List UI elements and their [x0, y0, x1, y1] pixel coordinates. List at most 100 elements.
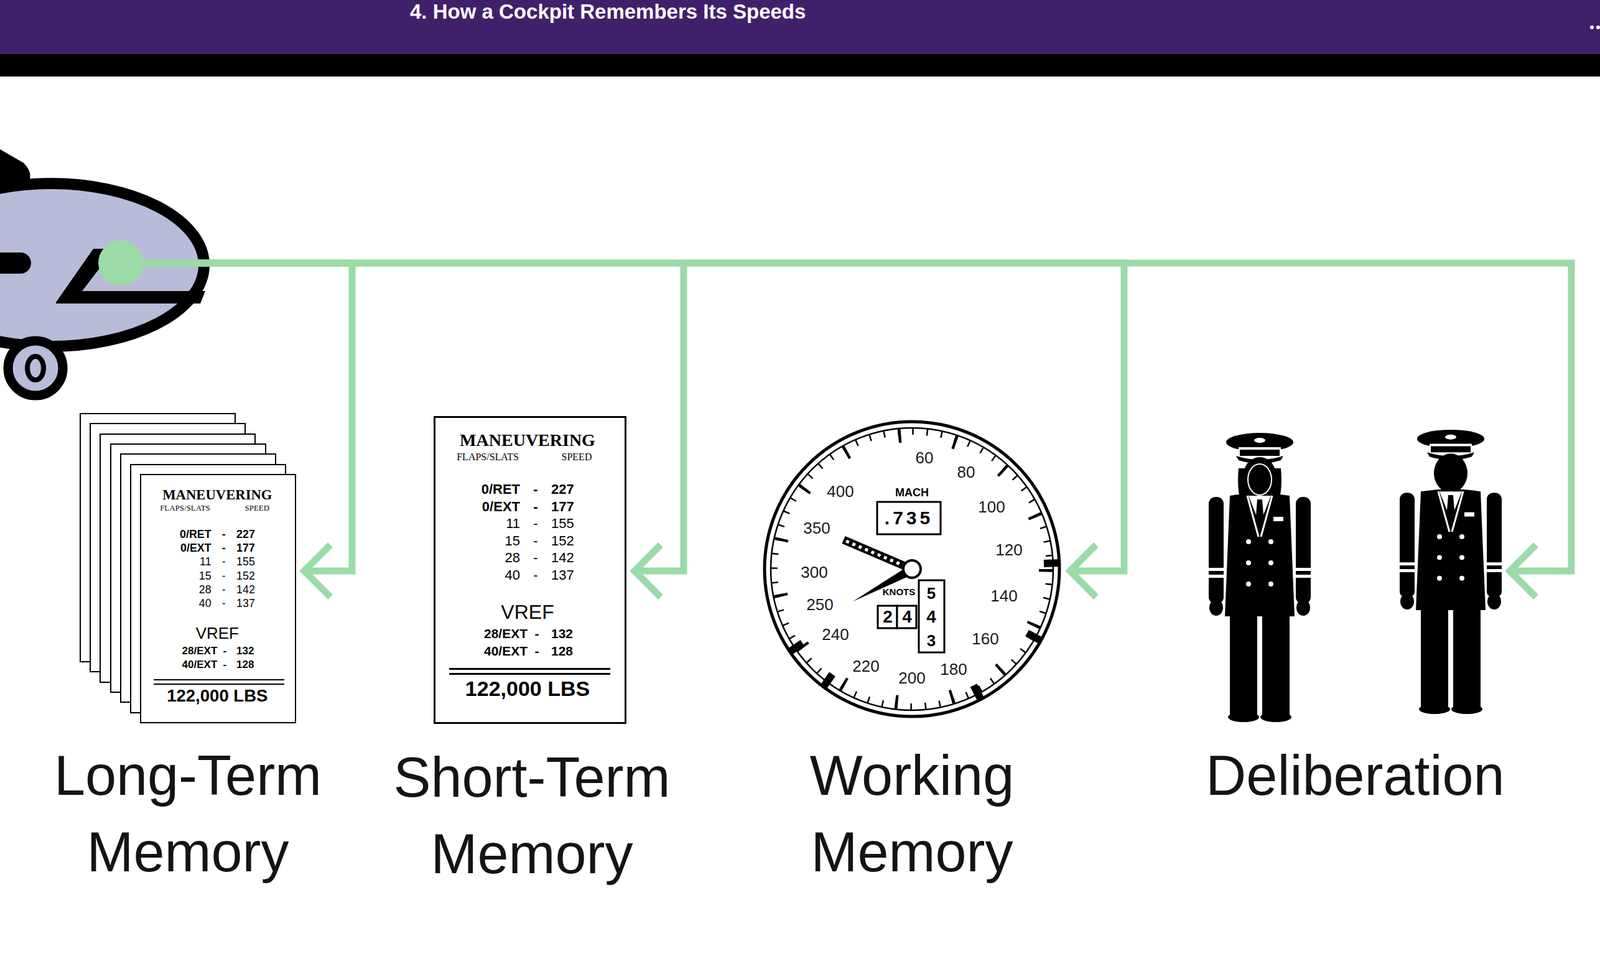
dial-number: 160 [971, 630, 999, 647]
card-heading: MANEUVERING [162, 487, 272, 503]
airplane-icon [0, 143, 215, 405]
speed-table-cell: - [222, 556, 226, 568]
speed-table-cell: 15 [199, 571, 212, 583]
dial-number: 200 [898, 669, 926, 687]
arrow-head [634, 544, 661, 598]
speed-card-node: MANEUVERINGFLAPS/SLATSSPEED0/RET-2270/EX… [433, 416, 627, 725]
speed-table-cell: 0/EXT [180, 543, 212, 555]
speed-table-cell: VREF [195, 625, 239, 642]
speed-table-cell: - [533, 516, 538, 531]
dial-number: 180 [939, 661, 967, 678]
speed-table-cell: 11 [505, 516, 521, 531]
dial-number: 220 [852, 658, 880, 675]
memory-caption: Short-Term Memory [370, 739, 694, 893]
speed-table-cell: 155 [236, 556, 256, 568]
card-face: MANEUVERINGFLAPS/SLATSSPEED0/RET-2270/EX… [433, 416, 627, 725]
speed-table-cell: 152 [236, 571, 256, 583]
speed-table-cell: 40/EXT [483, 644, 528, 658]
speed-table-cell: - [222, 543, 226, 555]
speed-table-cell: - [533, 568, 538, 583]
speed-table-cell: 137 [236, 598, 256, 610]
speed-table-cell: 11 [199, 556, 212, 568]
speed-table-cell: VREF [500, 602, 554, 623]
speed-table-cell: 40/EXT [182, 660, 218, 671]
speed-table-cell: 142 [551, 551, 575, 565]
speed-table-cell: 132 [551, 627, 573, 641]
column-header: FLAPS/SLATS [456, 452, 519, 463]
speed-table-cell: 28 [199, 584, 212, 596]
dial-label: MACH [895, 487, 929, 499]
dial-number: 350 [803, 520, 830, 537]
card-heading: MANEUVERING [459, 431, 596, 450]
dial-number: 100 [977, 498, 1005, 516]
mach-readout: .735 [884, 508, 934, 528]
pilots-node: Deliberation [1208, 426, 1502, 723]
arrow-head [1509, 544, 1536, 598]
speed-table-cell: 0/EXT [482, 500, 521, 514]
speed-table-cell: 128 [236, 660, 254, 671]
airplane-node [0, 143, 215, 405]
counter-digit: 4 [902, 608, 912, 626]
speed-table-cell: - [223, 660, 228, 671]
double-rule [449, 673, 611, 675]
column-header: FLAPS/SLATS [159, 504, 211, 513]
speed-table-cell: - [222, 571, 226, 583]
dial-number: 140 [990, 587, 1018, 605]
front-card: MANEUVERINGFLAPS/SLATSSPEED0/RET-2270/EX… [139, 474, 297, 724]
speed-table-cell: - [533, 534, 538, 549]
speed-table-cell: - [534, 644, 540, 658]
counter-digit: 4 [926, 608, 937, 626]
dial-number: 60 [915, 449, 934, 466]
pilot-figures [1208, 426, 1502, 723]
column-header: SPEED [561, 452, 593, 463]
dial-number: 80 [957, 464, 976, 481]
speed-table-cell: - [534, 627, 540, 641]
weight-label: 122,000 LBS [166, 687, 268, 705]
speed-table-cell: 28 [505, 551, 521, 565]
speed-table-cell: - [533, 500, 538, 514]
speed-table-cell: - [222, 598, 226, 610]
dial-number: 300 [800, 564, 828, 581]
speed-table-cell: - [222, 529, 226, 541]
dial-number: 250 [806, 596, 833, 613]
double-rule [153, 683, 285, 685]
speed-table-cell: 227 [551, 482, 575, 497]
speed-table-cell: 15 [505, 534, 521, 549]
speed-table-cell: - [533, 482, 538, 497]
speed-table-cell: 155 [551, 516, 575, 531]
speed-table-cell: 40 [505, 568, 521, 583]
memory-caption: Long-Term Memory [26, 737, 350, 891]
double-rule [449, 668, 611, 670]
memory-caption: Deliberation [1193, 737, 1518, 815]
dial-number: 240 [821, 626, 849, 643]
speed-table-cell: 227 [236, 529, 256, 541]
dial-label: KNOTS [882, 587, 916, 597]
counter-digit: 2 [882, 608, 893, 626]
page-title: 4. How a Cockpit Remembers Its Speeds [409, 0, 806, 55]
speed-table-cell: 152 [551, 534, 575, 549]
counter-digit: 5 [926, 585, 936, 602]
column-header: SPEED [245, 504, 270, 513]
double-rule [153, 679, 285, 681]
speed-table-cell: - [533, 551, 538, 565]
gauge-node: 6080100120140160180200220240250300350400… [762, 419, 1062, 720]
weight-label: 122,000 LBS [465, 678, 590, 700]
speed-table-cell: 0/RET [179, 529, 211, 541]
black-band [0, 54, 1600, 77]
dial-number: 120 [995, 541, 1023, 559]
memory-caption: Working Memory [750, 737, 1074, 891]
speed-table-cell: - [223, 645, 228, 657]
speed-table-cell: 28/EXT [182, 645, 218, 657]
speed-table-cell: 177 [236, 543, 256, 555]
speed-table-cell: 128 [551, 644, 573, 658]
speed-card-node: MANEUVERINGFLAPS/SLATSSPEED0/RET-2270/EX… [79, 413, 297, 725]
arrow-head [1069, 544, 1097, 598]
speed-table-cell: 40 [199, 598, 212, 610]
speed-table-cell: 132 [236, 645, 254, 657]
arrow-head [304, 544, 331, 598]
speed-table-cell: - [222, 584, 226, 596]
title-bar: 4. How a Cockpit Remembers Its Speeds [0, 0, 1600, 55]
speed-table-cell: 177 [551, 500, 575, 514]
counter-digit: 3 [926, 632, 936, 649]
speed-table-cell: 28/EXT [483, 627, 528, 641]
